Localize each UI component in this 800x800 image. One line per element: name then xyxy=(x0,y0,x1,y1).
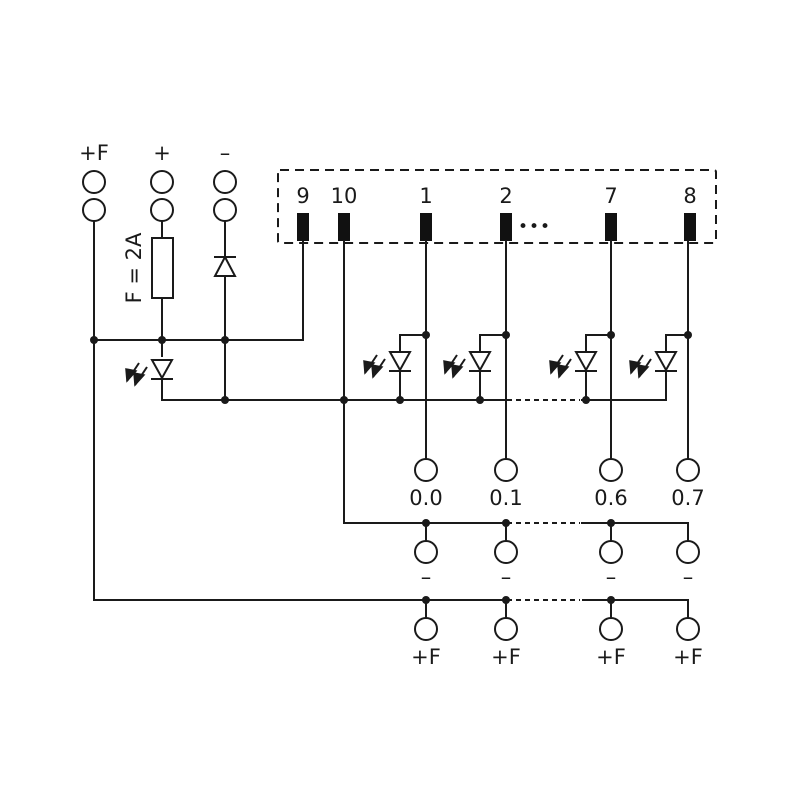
pin-label-7: 7 xyxy=(604,184,617,208)
terminal-minus-row-2[interactable] xyxy=(494,540,518,564)
minus-row-label-2: – xyxy=(501,565,512,589)
pin-2[interactable] xyxy=(500,213,512,241)
terminal-minus-1[interactable] xyxy=(213,170,237,194)
power-led-icon xyxy=(150,359,174,381)
pin-label-2: 2 xyxy=(499,184,512,208)
output-label-0-6: 0.6 xyxy=(594,486,627,510)
terminal-minus-row-1[interactable] xyxy=(414,540,438,564)
pin-1[interactable] xyxy=(420,213,432,241)
label-minus: – xyxy=(220,141,231,165)
terminal-minus-row-7[interactable] xyxy=(599,540,623,564)
pin-label-9: 9 xyxy=(296,184,309,208)
power-led-light-icon xyxy=(125,362,148,387)
terminal-minus-2[interactable] xyxy=(213,198,237,222)
channel-led-1 xyxy=(363,334,427,401)
plus-f-row-label-2: +F xyxy=(491,645,521,669)
pin-label-1: 1 xyxy=(419,184,432,208)
minus-row-label-8: – xyxy=(683,565,694,589)
wire-common-bus-left xyxy=(161,379,506,401)
fuse-label: F = 2A xyxy=(122,232,146,303)
terminal-plus-f-row-7[interactable] xyxy=(599,617,623,641)
pin-8[interactable] xyxy=(684,213,696,241)
terminal-plus-f-row-8[interactable] xyxy=(676,617,700,641)
connector-box xyxy=(277,169,717,244)
pin-label-8: 8 xyxy=(683,184,696,208)
protection-diode-icon xyxy=(213,254,237,277)
wire-plus-f-main xyxy=(93,220,689,619)
plus-f-row-label-1: +F xyxy=(411,645,441,669)
terminal-plus-f-row-2[interactable] xyxy=(494,617,518,641)
label-plus: + xyxy=(153,141,171,165)
plus-f-row-label-7: +F xyxy=(596,645,626,669)
label-plus-f: +F xyxy=(79,141,109,165)
channel-led-2 xyxy=(443,334,507,401)
minus-row-label-7: – xyxy=(606,565,617,589)
output-label-0-0: 0.0 xyxy=(409,486,442,510)
pins-ellipsis: ••• xyxy=(518,217,551,237)
pin-9[interactable] xyxy=(297,213,309,241)
plus-f-row-label-8: +F xyxy=(673,645,703,669)
terminal-plus-f-2[interactable] xyxy=(82,198,106,222)
terminal-minus-row-8[interactable] xyxy=(676,540,700,564)
terminal-output-0-7[interactable] xyxy=(676,458,700,482)
terminal-output-0-6[interactable] xyxy=(599,458,623,482)
wire-pin10-minus-bus xyxy=(343,240,689,542)
pin-10[interactable] xyxy=(338,213,350,241)
output-label-0-1: 0.1 xyxy=(489,486,522,510)
terminal-plus-f-row-1[interactable] xyxy=(414,617,438,641)
minus-row-label-1: – xyxy=(421,565,432,589)
terminal-plus-f-1[interactable] xyxy=(82,170,106,194)
terminal-output-0-1[interactable] xyxy=(494,458,518,482)
terminal-plus-2[interactable] xyxy=(150,198,174,222)
pin-label-10: 10 xyxy=(331,184,358,208)
output-label-0-7: 0.7 xyxy=(671,486,704,510)
terminal-output-0-0[interactable] xyxy=(414,458,438,482)
pin-7[interactable] xyxy=(605,213,617,241)
terminal-plus-1[interactable] xyxy=(150,170,174,194)
fuse-symbol xyxy=(151,237,174,299)
channel-led-7 xyxy=(549,334,612,401)
channel-led-8 xyxy=(629,334,689,401)
